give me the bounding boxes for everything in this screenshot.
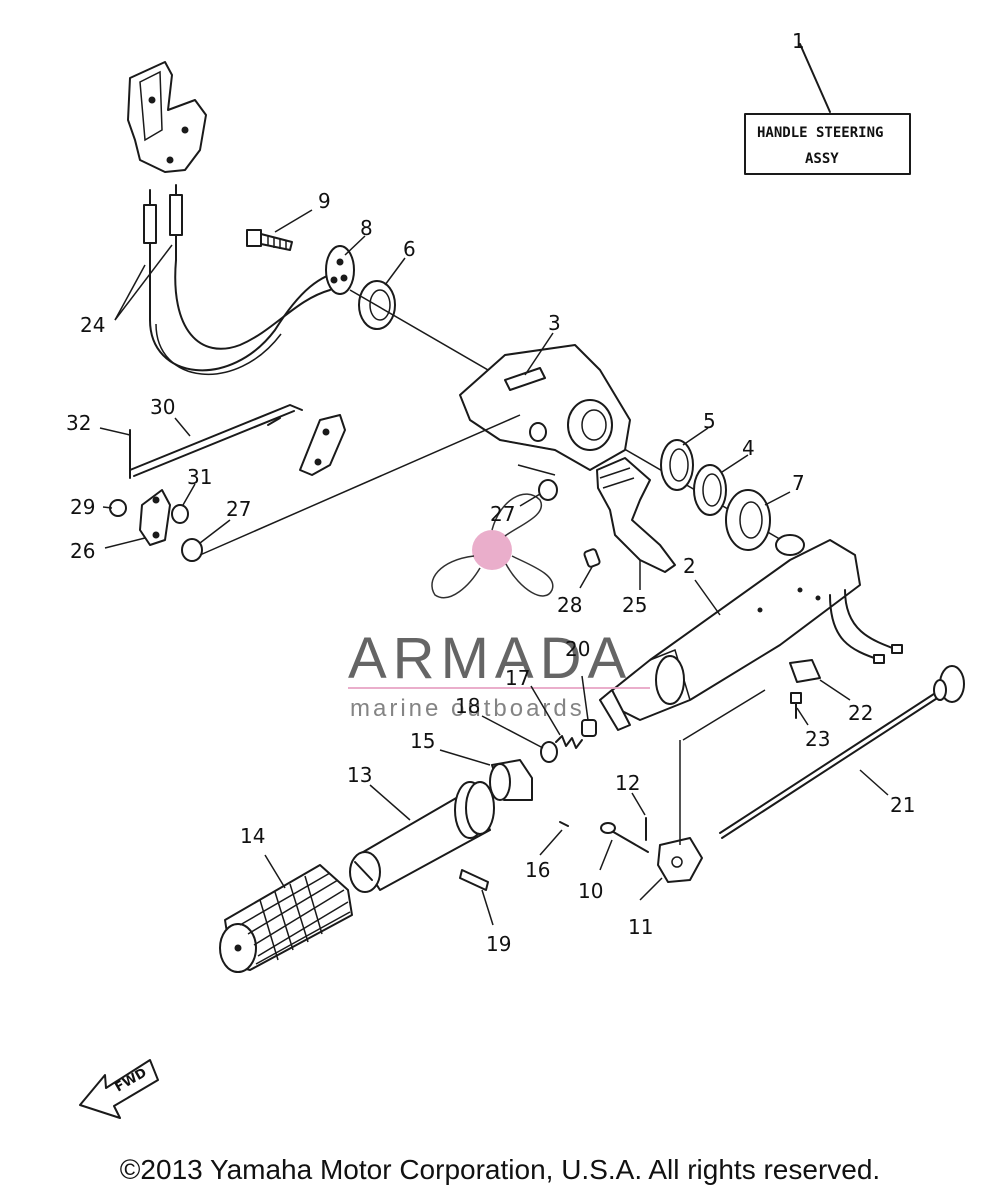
callout-32: 32 bbox=[66, 411, 91, 435]
pin-28 bbox=[583, 548, 601, 568]
callout-29: 29 bbox=[70, 495, 95, 519]
callout-14: 14 bbox=[240, 824, 265, 848]
throttle-shaft-21 bbox=[719, 665, 965, 839]
screw-23 bbox=[790, 692, 802, 719]
callout-2: 2 bbox=[683, 554, 696, 578]
callout-17: 17 bbox=[505, 666, 530, 690]
steering-handle-2 bbox=[599, 534, 861, 731]
callout-1: 1 bbox=[792, 29, 805, 53]
callout-31: 31 bbox=[187, 465, 212, 489]
screw-10 bbox=[600, 822, 649, 853]
ring-15 bbox=[489, 759, 533, 801]
fwd-arrow-icon: FWD bbox=[79, 1059, 159, 1119]
washer-5 bbox=[660, 439, 694, 491]
throttle-grip-13 bbox=[349, 781, 495, 893]
callout-9: 9 bbox=[318, 189, 331, 213]
callout-22: 22 bbox=[848, 701, 873, 725]
screw-19 bbox=[459, 869, 489, 891]
leader-lines bbox=[99, 209, 889, 926]
callout-19: 19 bbox=[486, 932, 511, 956]
callout-8: 8 bbox=[360, 216, 373, 240]
block-11 bbox=[657, 837, 703, 883]
callout-28: 28 bbox=[557, 593, 582, 617]
assembly-title-box: HANDLE STEERING ASSY bbox=[744, 43, 911, 175]
washer-18 bbox=[540, 741, 558, 763]
callout-30: 30 bbox=[150, 395, 175, 419]
washer-4 bbox=[693, 464, 727, 516]
watermark-brand: ARMADA bbox=[348, 626, 632, 691]
callout-6: 6 bbox=[403, 237, 416, 261]
mounting-bracket bbox=[127, 61, 207, 173]
callout-24: 24 bbox=[80, 313, 105, 337]
link-rod-30 bbox=[129, 404, 303, 479]
callout-16: 16 bbox=[525, 858, 550, 882]
grip-14 bbox=[219, 864, 353, 973]
title-line-1: HANDLE STEERING bbox=[757, 125, 883, 141]
collar-31 bbox=[171, 504, 189, 524]
callout-labels: 1 2 3 4 5 6 7 8 9 10 11 12 13 14 15 16 1… bbox=[66, 29, 915, 956]
propeller-logo bbox=[431, 493, 554, 599]
callout-21: 21 bbox=[890, 793, 915, 817]
title-line-2: ASSY bbox=[805, 151, 839, 167]
lever-26 bbox=[139, 489, 171, 546]
spring-17 bbox=[555, 735, 583, 749]
pin-16 bbox=[559, 821, 569, 827]
callout-11: 11 bbox=[628, 915, 653, 939]
watermark-tagline: marine outboards bbox=[350, 695, 585, 722]
throttle-cables bbox=[143, 184, 346, 376]
callout-18: 18 bbox=[455, 694, 480, 718]
callout-15: 15 bbox=[410, 729, 435, 753]
callout-10: 10 bbox=[578, 879, 603, 903]
plate-22 bbox=[789, 659, 821, 683]
watermark: ARMADA marine outboards bbox=[348, 493, 650, 722]
collar-27-right bbox=[538, 479, 558, 501]
washer-7 bbox=[725, 489, 771, 551]
collar-27-left bbox=[181, 414, 521, 562]
handle-cables bbox=[829, 589, 903, 664]
callout-4: 4 bbox=[742, 436, 755, 460]
callout-27-right: 27 bbox=[490, 502, 515, 526]
callout-20: 20 bbox=[565, 637, 590, 661]
callout-25: 25 bbox=[622, 593, 647, 617]
callout-5: 5 bbox=[703, 409, 716, 433]
callout-27-left: 27 bbox=[226, 497, 251, 521]
lever-25 bbox=[596, 457, 676, 573]
callout-3: 3 bbox=[548, 311, 561, 335]
plug-20 bbox=[581, 719, 597, 737]
callout-23: 23 bbox=[805, 727, 830, 751]
steering-bracket-3 bbox=[459, 344, 631, 471]
nut-29 bbox=[109, 499, 127, 517]
callout-12: 12 bbox=[615, 771, 640, 795]
callout-26: 26 bbox=[70, 539, 95, 563]
plate-8 bbox=[325, 245, 355, 295]
lever-link bbox=[267, 414, 346, 476]
copyright-notice: ©2013 Yamaha Motor Corporation, U.S.A. A… bbox=[119, 1154, 881, 1185]
bolt-9 bbox=[246, 229, 293, 251]
callout-13: 13 bbox=[347, 763, 372, 787]
callout-7: 7 bbox=[792, 471, 805, 495]
